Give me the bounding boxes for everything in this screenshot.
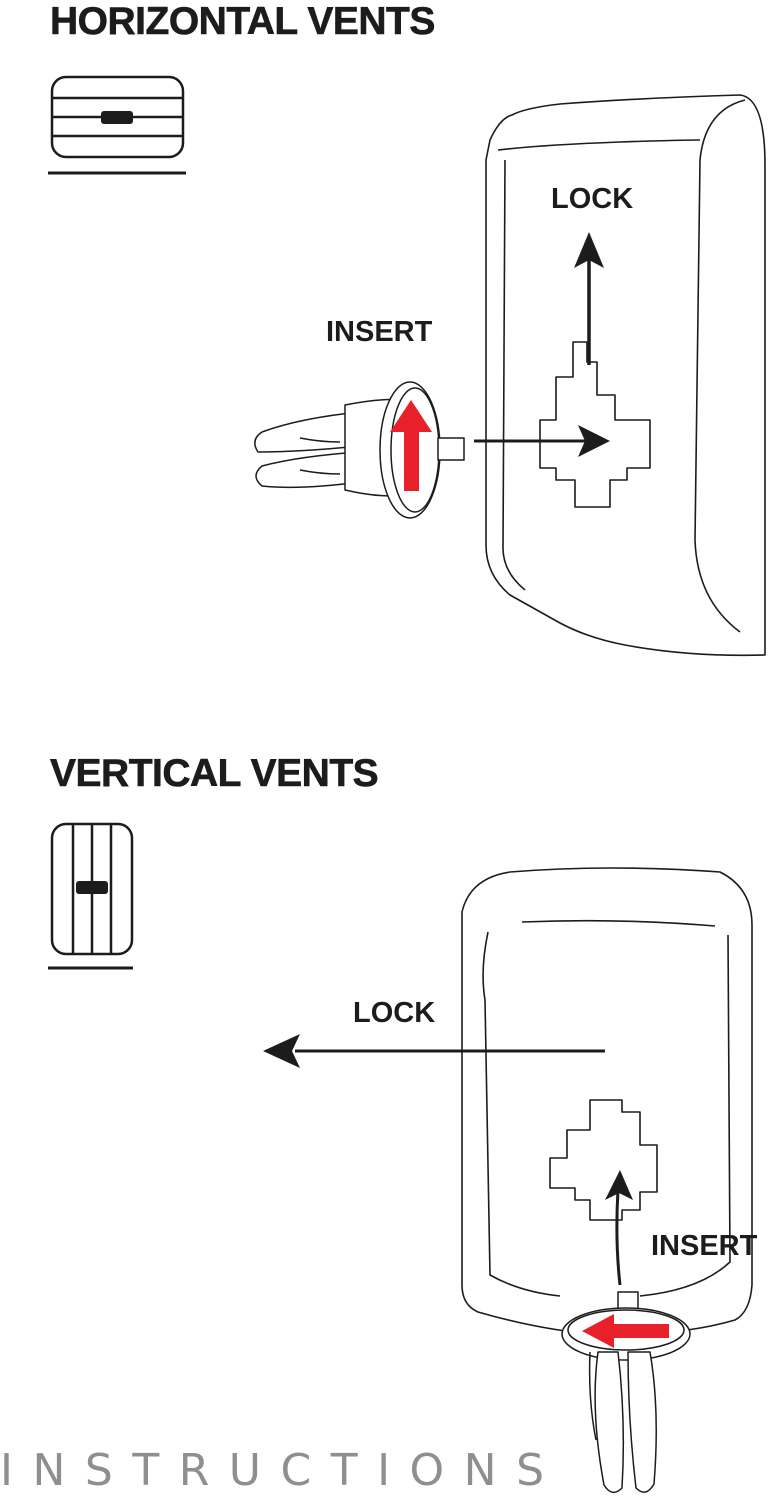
vertical-lock-label: LOCK: [353, 997, 436, 1029]
footer-instructions-title: INSTRUCTIONS: [0, 1445, 564, 1496]
insert-arrow-icon: [474, 425, 610, 457]
rotate-arrow-icon: [390, 400, 432, 491]
vertical-vent-icon: [48, 822, 134, 970]
vent-clip: [561, 1291, 691, 1494]
horizontal-vents-title: HORIZONTAL VENTS: [50, 0, 436, 43]
lock-arrow-icon: [574, 232, 604, 365]
phone-mount-plate: [461, 867, 753, 1336]
vertical-vents-title: VERTICAL VENTS: [50, 752, 379, 795]
vertical-insert-label: INSERT: [651, 1230, 758, 1262]
insert-arrow-icon: [605, 1170, 633, 1286]
lock-arrow-icon: [263, 1034, 605, 1068]
phone-mount-plate: [485, 94, 766, 657]
rotate-arrow-icon: [582, 1314, 669, 1348]
horizontal-vent-icon: [48, 75, 186, 175]
horizontal-insert-label: INSERT: [326, 316, 433, 348]
vent-clip: [254, 381, 465, 519]
horizontal-lock-label: LOCK: [551, 183, 634, 215]
